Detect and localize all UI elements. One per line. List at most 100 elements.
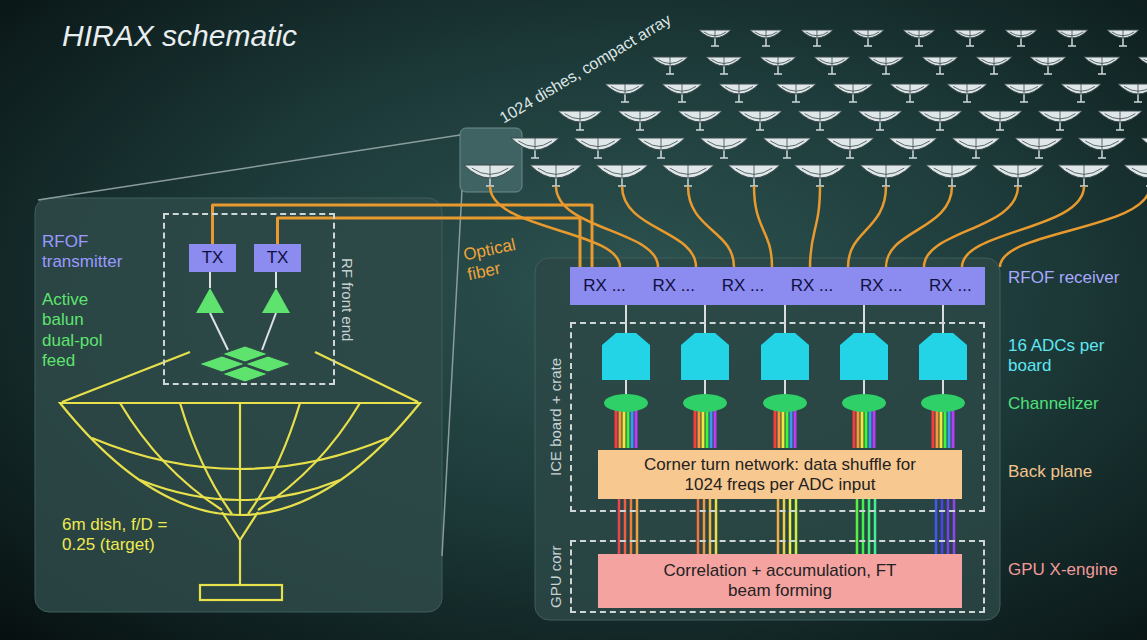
dish-icon xyxy=(833,84,873,94)
dish-stem xyxy=(816,38,818,46)
dish-icon xyxy=(1038,111,1082,122)
dish-stem xyxy=(1119,122,1121,130)
dish-stem xyxy=(753,178,755,186)
inset-panel xyxy=(35,198,442,612)
channel-line xyxy=(782,408,785,448)
amplifier-triangle xyxy=(262,288,290,313)
dish-rib xyxy=(140,480,340,500)
bus-line xyxy=(935,499,938,554)
channel-line xyxy=(853,408,856,448)
bus-line xyxy=(703,499,706,554)
dish-stem xyxy=(939,66,941,74)
dish-rib xyxy=(1081,84,1082,94)
wire xyxy=(784,305,786,333)
channel-line xyxy=(635,408,638,448)
dish-stem xyxy=(831,66,833,74)
channelizer-symbol xyxy=(921,394,965,412)
dish-stem xyxy=(885,178,887,186)
dish-base xyxy=(849,101,857,103)
dish-rib xyxy=(886,57,887,66)
dish-stem xyxy=(1047,66,1049,74)
bus-line xyxy=(795,499,798,554)
annotation: 1024 dishes, compact array xyxy=(496,9,674,127)
dashed-group: ICE board + crateCorner turn network: da… xyxy=(570,322,985,512)
dish-base xyxy=(783,157,791,159)
dish-icon xyxy=(1124,165,1147,178)
dish-base xyxy=(876,129,884,131)
dish-rib xyxy=(766,30,767,38)
dish-icon xyxy=(1078,138,1126,150)
dish-stem xyxy=(777,66,779,74)
channel-line xyxy=(952,408,955,448)
annotation: Channelizer xyxy=(1008,394,1138,414)
dish-stem xyxy=(852,94,854,102)
dish-base xyxy=(1035,157,1043,159)
channel-line xyxy=(865,408,868,448)
wire xyxy=(625,380,627,395)
dish-rib xyxy=(580,111,581,122)
zoom-line xyxy=(38,135,460,200)
dish-base xyxy=(1116,129,1124,131)
dish-icon xyxy=(511,138,559,150)
dish-rib xyxy=(754,165,755,177)
dish-icon xyxy=(763,138,811,150)
dish-rib xyxy=(940,111,941,122)
group-label: ICE board + crate xyxy=(547,358,564,476)
dish-rib xyxy=(1124,86,1147,91)
annotation: RFOF transmitter xyxy=(42,232,157,273)
optical-fiber xyxy=(962,186,1084,267)
dish-icon xyxy=(852,30,884,38)
channel-line xyxy=(857,408,860,448)
dish-base xyxy=(864,45,872,47)
dish-base xyxy=(1017,45,1025,47)
data-bus xyxy=(619,499,954,554)
dish-icon xyxy=(922,57,958,66)
dish-rib xyxy=(1021,30,1022,38)
channel-line xyxy=(694,408,697,448)
dish-stem xyxy=(966,94,968,102)
dish-rib xyxy=(622,165,623,177)
bus-line xyxy=(630,499,633,554)
dish-icon xyxy=(926,165,978,178)
dish-icon xyxy=(826,138,874,150)
dish-icon xyxy=(750,30,782,38)
dish-stem xyxy=(1023,94,1025,102)
bus-line xyxy=(862,499,865,554)
dish-rib xyxy=(682,84,683,94)
dish-icon xyxy=(652,57,688,66)
dish-icon xyxy=(776,84,816,94)
dish-stem xyxy=(714,38,716,46)
dish-icon xyxy=(1107,30,1139,38)
channel-line xyxy=(786,408,789,448)
dish-icon xyxy=(699,30,731,38)
channel-line xyxy=(790,408,793,448)
optical-fiber xyxy=(688,186,734,267)
dish-base xyxy=(915,45,923,47)
box-text: Corner turn network: data shuffle for 10… xyxy=(628,455,932,494)
dish-rib xyxy=(778,57,779,66)
dish-icon xyxy=(947,84,987,94)
dish-icon xyxy=(618,111,662,122)
channel-line xyxy=(940,408,943,448)
bus-line xyxy=(624,499,627,554)
dish-icon xyxy=(558,111,602,122)
dish-stem xyxy=(1083,178,1085,186)
bus-line xyxy=(715,499,718,554)
dish-base xyxy=(966,45,974,47)
dish-icon xyxy=(1015,138,1063,150)
optical-fiber xyxy=(810,186,820,267)
channel-line xyxy=(932,408,935,448)
dish-base xyxy=(621,101,629,103)
optical-fiber xyxy=(886,186,952,267)
dish-base xyxy=(1098,73,1106,75)
wire xyxy=(863,380,865,395)
dish-stem xyxy=(687,178,689,186)
dish-stem xyxy=(597,150,599,158)
optical-fiber xyxy=(278,218,581,267)
dish-icon xyxy=(706,57,742,66)
dish-base xyxy=(963,101,971,103)
dish-base xyxy=(756,129,764,131)
box-text: TX xyxy=(202,248,224,268)
optical-fiber xyxy=(754,186,772,267)
dish-icon xyxy=(1084,57,1120,66)
